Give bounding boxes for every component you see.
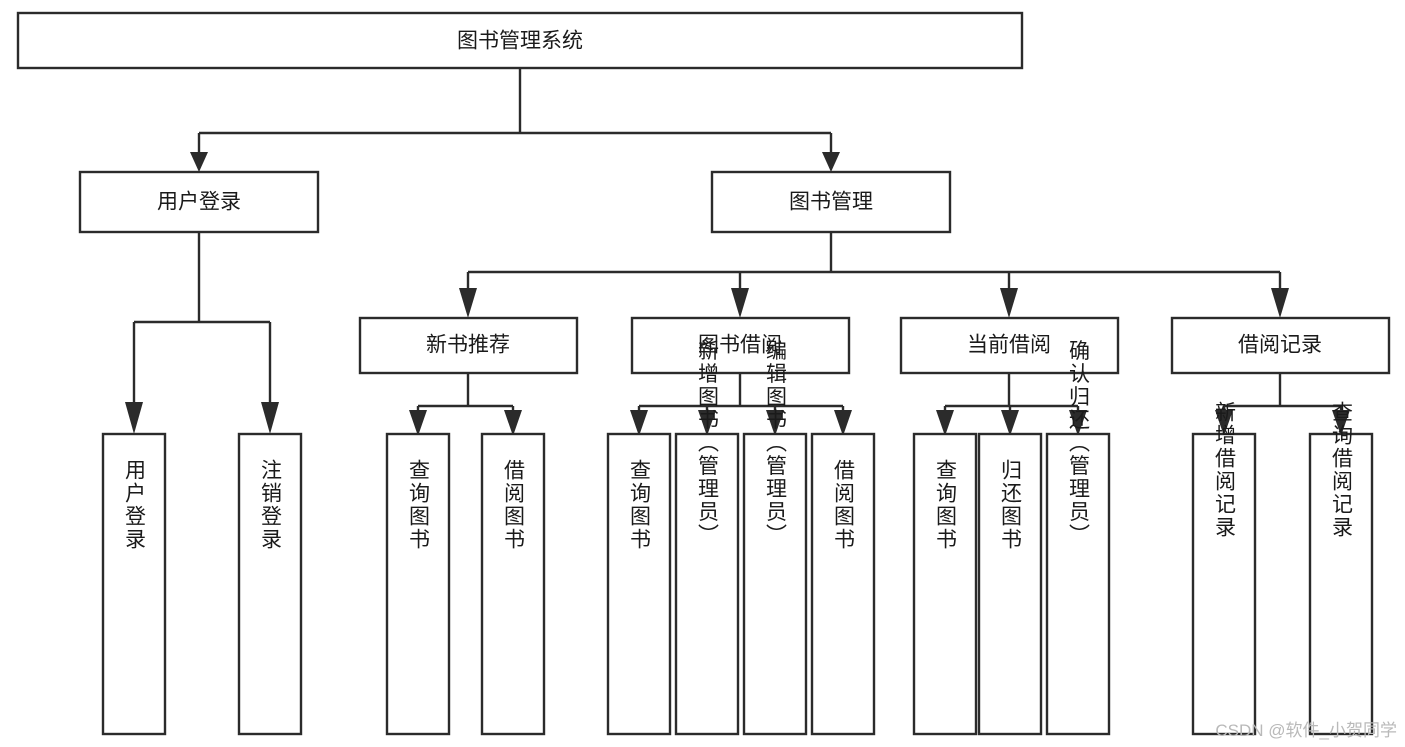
- node-box-leaf-user-login: [101, 432, 167, 736]
- arrow-to-record-leaf-1: [1215, 410, 1233, 436]
- node-box-leaf-logout: [237, 432, 303, 736]
- node-leaf-newbook-borrow[interactable]: 借阅图书: [480, 432, 546, 736]
- arrow-to-book-mgmt: [822, 152, 840, 172]
- node-box-current-borrow: [899, 316, 1120, 375]
- node-leaf-borrow-borrow[interactable]: 借阅图书: [810, 432, 876, 736]
- arrow-to-borrow-leaf-2: [698, 410, 716, 436]
- node-label-book-management: 图书管理: [789, 191, 873, 214]
- node-book-management[interactable]: 图书管理: [710, 170, 952, 234]
- arrow-to-book-borrow: [731, 288, 749, 318]
- arrow-to-current-leaf-1: [936, 410, 954, 436]
- arrow-to-newbook-leaf-1: [409, 410, 427, 436]
- arrow-to-current-borrow: [1000, 288, 1018, 318]
- arrow-to-borrow-leaf-1: [630, 410, 648, 436]
- node-label-leaf-current-return: 归还图书: [999, 459, 1023, 551]
- node-label-leaf-newbook-borrow: 借阅图书: [502, 459, 526, 551]
- node-label-leaf-borrow-borrow: 借阅图书: [832, 459, 856, 551]
- edges-layer: [125, 68, 1350, 436]
- node-box-leaf-current-query: [912, 432, 978, 736]
- node-label-current-borrow: 当前借阅: [967, 334, 1051, 357]
- node-label-leaf-current-query: 查询图书: [934, 459, 958, 551]
- node-leaf-user-login[interactable]: 用户登录: [101, 432, 167, 736]
- node-label-user-login: 用户登录: [157, 191, 241, 214]
- node-box-leaf-borrow-add: [674, 432, 740, 736]
- node-box-leaf-current-return: [977, 432, 1043, 736]
- node-user-login[interactable]: 用户登录: [78, 170, 320, 234]
- node-label-leaf-user-login: 用户登录: [123, 459, 147, 551]
- node-box-book-borrow: [630, 316, 851, 375]
- node-label-leaf-logout: 注销登录: [259, 459, 283, 551]
- node-label-book-borrow: 图书借阅: [698, 334, 782, 357]
- node-label-leaf-borrow-add: 新增图书（管理员）: [696, 340, 720, 547]
- node-label-root: 图书管理系统: [457, 30, 583, 53]
- node-label-leaf-current-confirm: 确认归还（管理员）: [1067, 340, 1091, 547]
- arrow-to-newbook-leaf-2: [504, 410, 522, 436]
- arrow-to-new-book-rec: [459, 288, 477, 318]
- node-box-leaf-record-add: [1191, 432, 1257, 736]
- arrow-to-record-leaf-2: [1332, 410, 1350, 436]
- node-leaf-borrow-edit[interactable]: 编辑图书（管理员）: [742, 340, 808, 736]
- node-box-leaf-current-confirm: [1045, 432, 1111, 736]
- node-box-leaf-borrow-query: [606, 432, 672, 736]
- node-box-book-management: [710, 170, 952, 234]
- arrow-to-user-login: [190, 152, 208, 172]
- node-label-leaf-record-query: 查询借阅记录: [1330, 401, 1354, 539]
- node-box-leaf-borrow-borrow: [810, 432, 876, 736]
- node-leaf-borrow-query[interactable]: 查询图书: [606, 432, 672, 736]
- arrow-to-borrow-leaf-4: [834, 410, 852, 436]
- node-leaf-current-confirm[interactable]: 确认归还（管理员）: [1045, 340, 1111, 736]
- node-box-user-login: [78, 170, 320, 234]
- node-leaf-record-query[interactable]: 查询借阅记录: [1308, 401, 1374, 736]
- node-box-leaf-record-query: [1308, 432, 1374, 736]
- node-leaf-logout[interactable]: 注销登录: [237, 432, 303, 736]
- node-box-leaf-newbook-borrow: [480, 432, 546, 736]
- node-box-new-book-recommend: [358, 316, 579, 375]
- node-borrow-record[interactable]: 借阅记录: [1170, 316, 1391, 375]
- arrow-to-leaf-logout: [261, 402, 279, 434]
- node-box-root: [16, 11, 1024, 70]
- node-leaf-borrow-add[interactable]: 新增图书（管理员）: [674, 340, 740, 736]
- node-label-leaf-record-add: 新增借阅记录: [1213, 401, 1237, 539]
- node-label-leaf-borrow-query: 查询图书: [628, 459, 652, 551]
- node-label-borrow-record: 借阅记录: [1238, 334, 1322, 357]
- arrow-to-borrow-record: [1271, 288, 1289, 318]
- arrow-to-borrow-leaf-3: [766, 410, 784, 436]
- node-box-borrow-record: [1170, 316, 1391, 375]
- arrow-to-leaf-user-login: [125, 402, 143, 434]
- node-label-leaf-borrow-edit: 编辑图书（管理员）: [764, 340, 788, 547]
- node-root-system[interactable]: 图书管理系统: [16, 11, 1024, 70]
- node-leaf-current-return[interactable]: 归还图书: [977, 432, 1043, 736]
- arrow-to-current-leaf-2: [1001, 410, 1019, 436]
- node-box-leaf-borrow-edit: [742, 432, 808, 736]
- node-label-leaf-newbook-query: 查询图书: [407, 459, 431, 551]
- node-leaf-current-query[interactable]: 查询图书: [912, 432, 978, 736]
- node-leaf-record-add[interactable]: 新增借阅记录: [1191, 401, 1257, 736]
- node-book-borrow[interactable]: 图书借阅: [630, 316, 851, 375]
- node-box-leaf-newbook-query: [385, 432, 451, 736]
- node-leaf-newbook-query[interactable]: 查询图书: [385, 432, 451, 736]
- node-new-book-recommend[interactable]: 新书推荐: [358, 316, 579, 375]
- node-current-borrow[interactable]: 当前借阅: [899, 316, 1120, 375]
- node-label-new-book-recommend: 新书推荐: [426, 334, 510, 357]
- arrow-to-current-leaf-3: [1069, 410, 1087, 436]
